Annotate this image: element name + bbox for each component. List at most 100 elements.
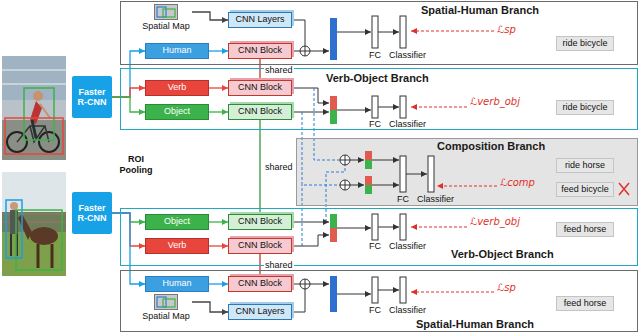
node-text: CNN Block — [238, 46, 282, 56]
branch-frame: Verb-Object BranchObjectVerbCNN BlockCNN… — [120, 208, 638, 266]
spatial-human-bottom-flow — [292, 284, 300, 285]
spatial-human-top-flow — [378, 32, 399, 33]
verb-object-top-flow — [378, 107, 399, 108]
composition-flow — [326, 165, 345, 222]
node-text: Faster R-CNN — [74, 203, 110, 224]
spatial-human-bottom-flow — [300, 279, 310, 289]
connector — [259, 254, 260, 276]
edge-label: shared — [264, 65, 294, 75]
edge-label: shared — [264, 260, 294, 270]
composition-flow — [340, 155, 350, 165]
photo-cyclist — [24, 88, 54, 140]
photo-horse — [38, 244, 52, 268]
node-text: CNN Block — [238, 279, 282, 289]
branch-title: Spatial-Human Branch — [416, 318, 534, 330]
layer-label: FC — [397, 194, 409, 204]
photo-cyclist — [33, 91, 43, 101]
cnn-block: CNN Block — [228, 238, 292, 254]
spatial-human-bottom-flow — [300, 279, 310, 289]
input-box: Verb — [145, 80, 209, 96]
branch-title: Verb-Object Branch — [451, 248, 554, 260]
node-text: ride bicycle — [562, 39, 607, 49]
layer-label: FC — [369, 119, 381, 129]
connector — [209, 87, 228, 88]
verb-object-bottom-flow — [337, 228, 371, 229]
spatial-map-icon — [154, 294, 178, 310]
node-text: feed horse — [564, 225, 607, 235]
connector — [112, 97, 145, 112]
cnn-layers: CNN Layers — [228, 12, 292, 28]
connector — [112, 213, 145, 222]
photo-horse — [10, 202, 18, 210]
loss-label: ℒverb_obj — [470, 96, 520, 108]
input-box: Verb — [145, 238, 209, 254]
verb-object-top-flow — [337, 110, 371, 111]
spatial-human-top-flow — [411, 31, 494, 32]
connector — [209, 111, 228, 112]
cnn-layers: CNN Layers — [228, 304, 292, 320]
connector — [259, 59, 260, 80]
branch-frame: Spatial-Human Branch HumanSpatial Map CNN … — [120, 270, 638, 332]
node-text: Object — [164, 217, 190, 227]
composition-flow — [350, 160, 364, 161]
photo-cyclist — [32, 120, 36, 138]
prediction-box: feed horse — [556, 296, 614, 311]
connector — [112, 213, 145, 284]
connector — [259, 120, 260, 214]
composition-flow — [372, 185, 399, 186]
photo-horse — [18, 214, 32, 240]
verb-object-top-flow — [292, 88, 329, 103]
photo-cyclist — [2, 56, 66, 160]
photo-horse — [6, 200, 22, 258]
composition-flow — [437, 186, 497, 187]
spatial-human-top-flow — [292, 20, 305, 46]
spatial-human-bottom-flow — [378, 290, 399, 291]
layer-label: Classifier — [417, 194, 454, 204]
node-text: CNN Block — [238, 107, 282, 117]
cnn-block: CNN Block — [228, 80, 292, 96]
connector — [112, 88, 145, 97]
photo-horse — [10, 210, 18, 234]
spatial-human-top-flow — [292, 16, 494, 60]
connector — [209, 221, 228, 222]
spatial-human-bottom-flow — [310, 284, 329, 285]
node-text: CNN Layers — [235, 15, 284, 25]
spatial-human-bottom-flow — [372, 277, 378, 303]
composition-flow — [619, 183, 629, 195]
verb-object-top-flow — [292, 112, 329, 113]
loss-label: ℒcomp — [500, 177, 535, 189]
node-text: Faster R-CNN — [74, 87, 110, 108]
node-text: Verb — [168, 241, 187, 251]
node-text: feed bicycle — [561, 185, 609, 195]
cnn-block: CNN Block — [228, 276, 292, 292]
connector — [112, 213, 145, 246]
node-text: Spatial Map — [140, 311, 192, 321]
input-box: Object — [145, 104, 209, 120]
composition-flow — [365, 185, 372, 194]
photo-cyclist — [2, 70, 66, 84]
spatial-map-icon — [155, 5, 178, 20]
verb-object-bottom-flow — [330, 214, 337, 228]
spatial-map-icon — [163, 299, 175, 307]
detector-box: Faster R-CNN — [72, 192, 112, 234]
spatial-human-top-flow — [300, 46, 310, 56]
input-box: Human — [145, 276, 209, 292]
connector — [192, 12, 228, 20]
branch-title: Spatial-Human Branch — [421, 4, 539, 16]
spatial-human-top-flow — [300, 46, 310, 56]
node-text: feed horse — [564, 299, 607, 309]
node-text: Object — [164, 107, 190, 117]
prediction-box: feed bicycle — [556, 182, 614, 197]
detector-box: Faster R-CNN — [72, 76, 112, 118]
photo-cyclist — [5, 118, 63, 154]
connector — [192, 302, 228, 312]
node-text: CNN Block — [238, 83, 282, 93]
composition-flow — [372, 160, 399, 161]
layer-label: FC — [369, 241, 381, 251]
loss-label: ℒsp — [497, 282, 516, 294]
composition-flow — [302, 88, 629, 246]
verb-object-top-flow — [372, 96, 378, 118]
composition-flow — [406, 174, 427, 175]
spatial-human-top-flow — [372, 16, 378, 48]
